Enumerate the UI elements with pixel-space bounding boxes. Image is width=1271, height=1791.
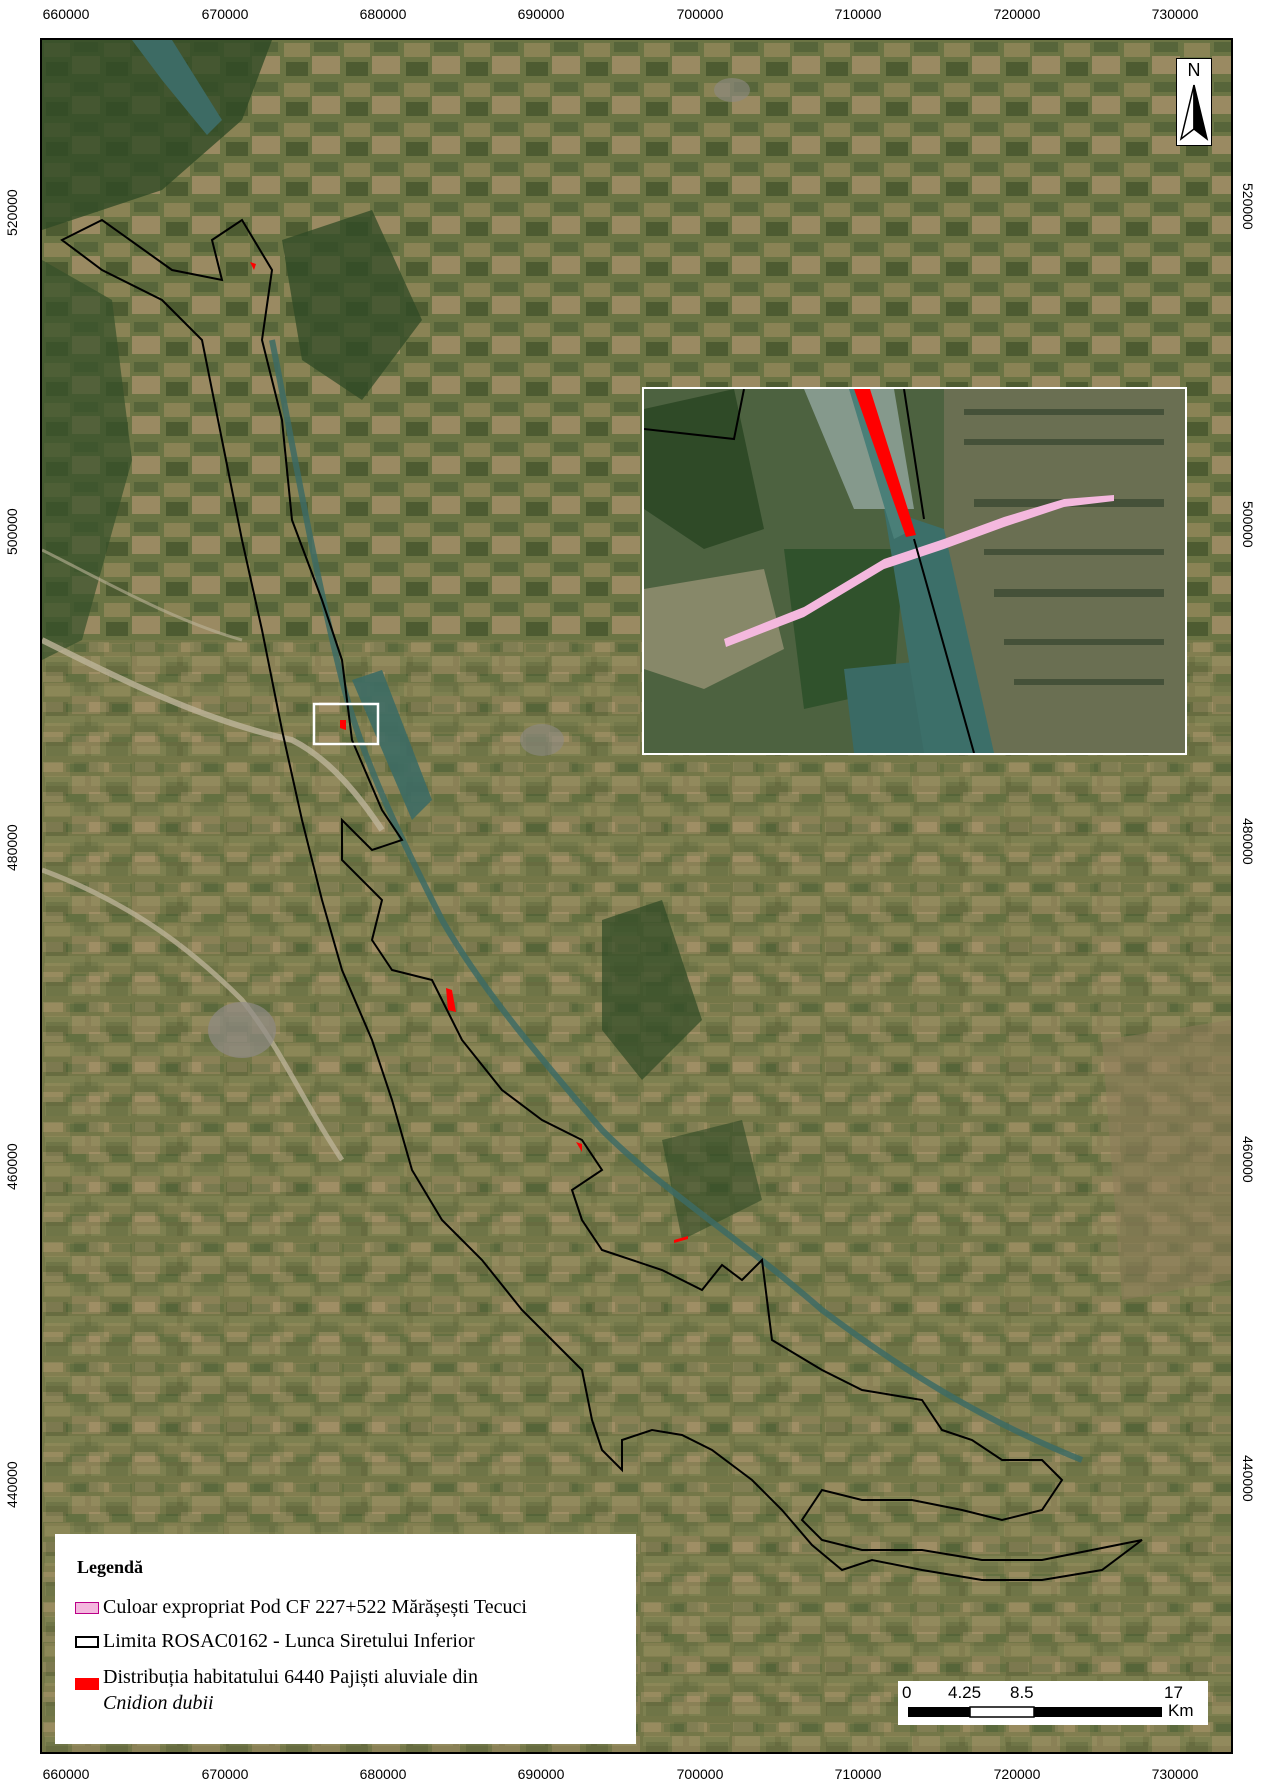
habitat-swatch <box>75 1678 99 1690</box>
x-tick-label-top: 730000 <box>1151 6 1199 22</box>
north-arrow: N <box>1176 58 1212 146</box>
x-tick-label-top: 680000 <box>359 6 407 22</box>
scale-label: 4.25 <box>948 1683 982 1702</box>
y-tick-label-left: 500000 <box>4 508 20 555</box>
legend-item-label: Culoar expropriat Pod CF 227+522 Mărășeș… <box>103 1596 527 1618</box>
x-tick-label-top: 710000 <box>834 6 882 22</box>
scale-label: 8.5 <box>1010 1683 1034 1702</box>
scale-bar-graphic <box>908 1706 1162 1718</box>
x-tick-label-top: 690000 <box>517 6 565 22</box>
legend-item-habitat: Distribuția habitatului 6440 Pajiști alu… <box>75 1664 478 1716</box>
boundary-swatch <box>75 1636 99 1649</box>
legend-item-label: Distribuția habitatului 6440 Pajiști alu… <box>103 1666 478 1688</box>
scale-label: 17 <box>1164 1683 1183 1702</box>
x-tick-label-bottom: 700000 <box>676 1766 724 1782</box>
scale-bar: 0 4.25 8.5 17 Km <box>898 1681 1208 1725</box>
y-tick-label-right: 520000 <box>1240 183 1256 230</box>
inset-map[interactable] <box>642 387 1187 755</box>
x-tick-label-bottom: 730000 <box>1151 1766 1199 1782</box>
y-tick-label-left: 460000 <box>4 1143 20 1190</box>
inset-satellite <box>644 389 1185 753</box>
x-tick-label-top: 670000 <box>201 6 249 22</box>
scale-unit: Km <box>1168 1701 1194 1720</box>
y-tick-label-left: 480000 <box>4 824 20 871</box>
legend-item-corridor: Culoar expropriat Pod CF 227+522 Mărășeș… <box>75 1596 527 1619</box>
satellite-map <box>42 40 1231 1752</box>
x-tick-label-top: 720000 <box>993 6 1041 22</box>
legend-item-boundary: Limita ROSAC0162 - Lunca Siretului Infer… <box>75 1630 475 1653</box>
y-tick-label-left: 440000 <box>4 1461 20 1508</box>
north-arrow-label: N <box>1187 60 1201 80</box>
y-tick-label-right: 480000 <box>1240 818 1256 865</box>
y-tick-label-right: 440000 <box>1240 1455 1256 1502</box>
x-tick-label-bottom: 720000 <box>993 1766 1041 1782</box>
north-arrow-icon <box>1179 84 1209 141</box>
legend-title: Legendă <box>77 1557 144 1577</box>
legend-item-label: Limita ROSAC0162 - Lunca Siretului Infer… <box>103 1630 475 1652</box>
corridor-swatch <box>75 1602 99 1615</box>
x-tick-label-top: 700000 <box>676 6 724 22</box>
x-tick-label-top: 660000 <box>42 6 90 22</box>
y-tick-label-right: 460000 <box>1240 1136 1256 1183</box>
y-tick-label-left: 520000 <box>4 189 20 236</box>
y-tick-label-right: 500000 <box>1240 501 1256 548</box>
x-tick-label-bottom: 690000 <box>517 1766 565 1782</box>
scale-label: 0 <box>902 1683 912 1702</box>
legend-item-label-italic: Cnidion dubii <box>103 1692 214 1714</box>
map-frame[interactable] <box>40 38 1233 1754</box>
x-tick-label-bottom: 660000 <box>42 1766 90 1782</box>
x-tick-label-bottom: 710000 <box>834 1766 882 1782</box>
x-tick-label-bottom: 670000 <box>201 1766 249 1782</box>
x-tick-label-bottom: 680000 <box>359 1766 407 1782</box>
legend: Legendă Culoar expropriat Pod CF 227+522… <box>55 1534 636 1744</box>
